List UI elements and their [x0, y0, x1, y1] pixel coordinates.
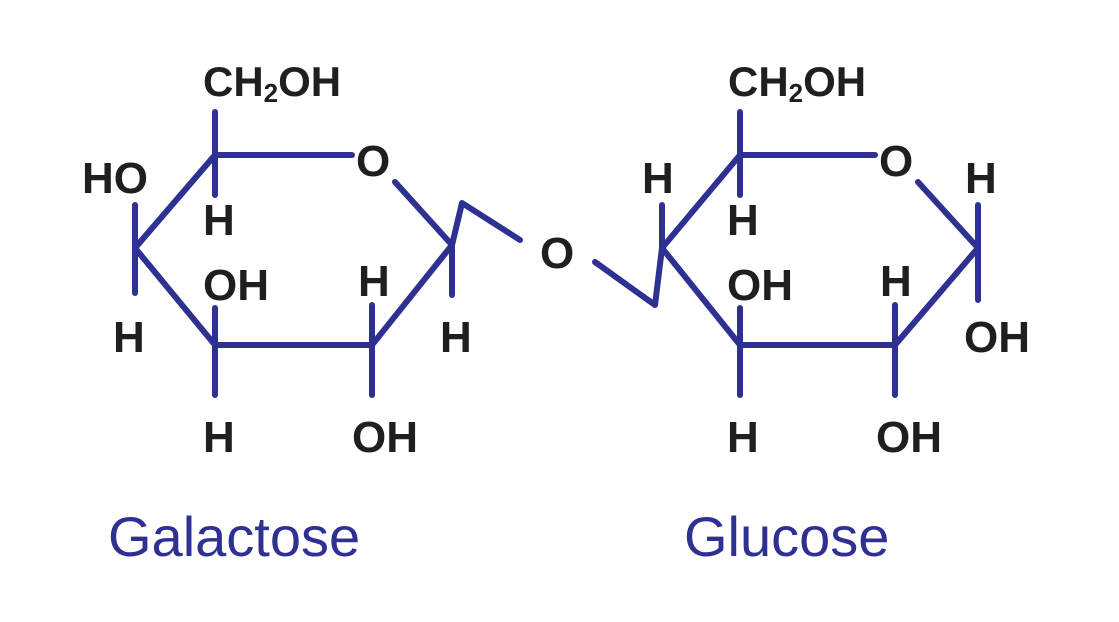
glucose-c5-hydrogen: H	[727, 196, 759, 245]
glycosidic-linkage: O	[449, 200, 665, 308]
glucose-bond-c3-c4	[659, 245, 743, 348]
galactose-c5-hydrogen: H	[203, 196, 235, 245]
glucose-c1-hydroxyl: OH	[964, 313, 1030, 362]
glucose-bond-o-c1	[915, 179, 981, 251]
galactose-c2-hydrogen: H	[358, 257, 390, 306]
glucose-bond-c1-c2	[892, 245, 981, 348]
bridge-oxygen: O	[540, 229, 574, 278]
glucose-ring-bonds	[659, 152, 981, 348]
glucose-c1-hydrogen: H	[965, 154, 997, 203]
glucose-substituent-bonds	[659, 109, 981, 398]
glucose-label: Glucose	[684, 505, 889, 568]
galactose-c2-hydroxyl: OH	[352, 413, 418, 462]
glucose-c2-hydroxyl: OH	[876, 413, 942, 462]
galactose-bond-o-c1	[392, 179, 455, 248]
glucose-structure: CH2OH O H H H OH H OH H OH	[642, 58, 1030, 462]
galactose-bond-c3-c4	[132, 245, 218, 348]
galactose-c3-hydroxyl: OH	[203, 261, 269, 310]
linkage-bond-right	[592, 245, 665, 308]
galactose-bond-c1-c2	[369, 242, 455, 348]
glucose-c4-hydrogen: H	[642, 154, 674, 203]
linkage-bond-left	[449, 200, 523, 248]
galactose-bond-c4-c5	[132, 152, 218, 251]
galactose-structure: CH2OH O HO H OH H H H H OH	[82, 58, 472, 462]
galactose-c4-hydroxyl: HO	[82, 154, 148, 203]
galactose-c3-hydrogen: H	[203, 413, 235, 462]
glucose-bond-c4-c5	[659, 152, 743, 251]
glucose-c3-hydroxyl: OH	[727, 261, 793, 310]
glucose-ring-oxygen: O	[879, 137, 913, 186]
galactose-label: Galactose	[108, 505, 360, 568]
galactose-ring-oxygen: O	[356, 137, 390, 186]
glucose-c2-hydrogen: H	[880, 257, 912, 306]
galactose-substituent-bonds	[132, 109, 455, 398]
galactose-c1-hydrogen: H	[440, 313, 472, 362]
galactose-c4-hydrogen: H	[113, 313, 145, 362]
glucose-ch2oh-label: CH2OH	[728, 58, 866, 108]
galactose-ring-bonds	[132, 152, 455, 348]
glucose-c3-hydrogen: H	[727, 413, 759, 462]
galactose-ch2oh-label: CH2OH	[203, 58, 341, 108]
